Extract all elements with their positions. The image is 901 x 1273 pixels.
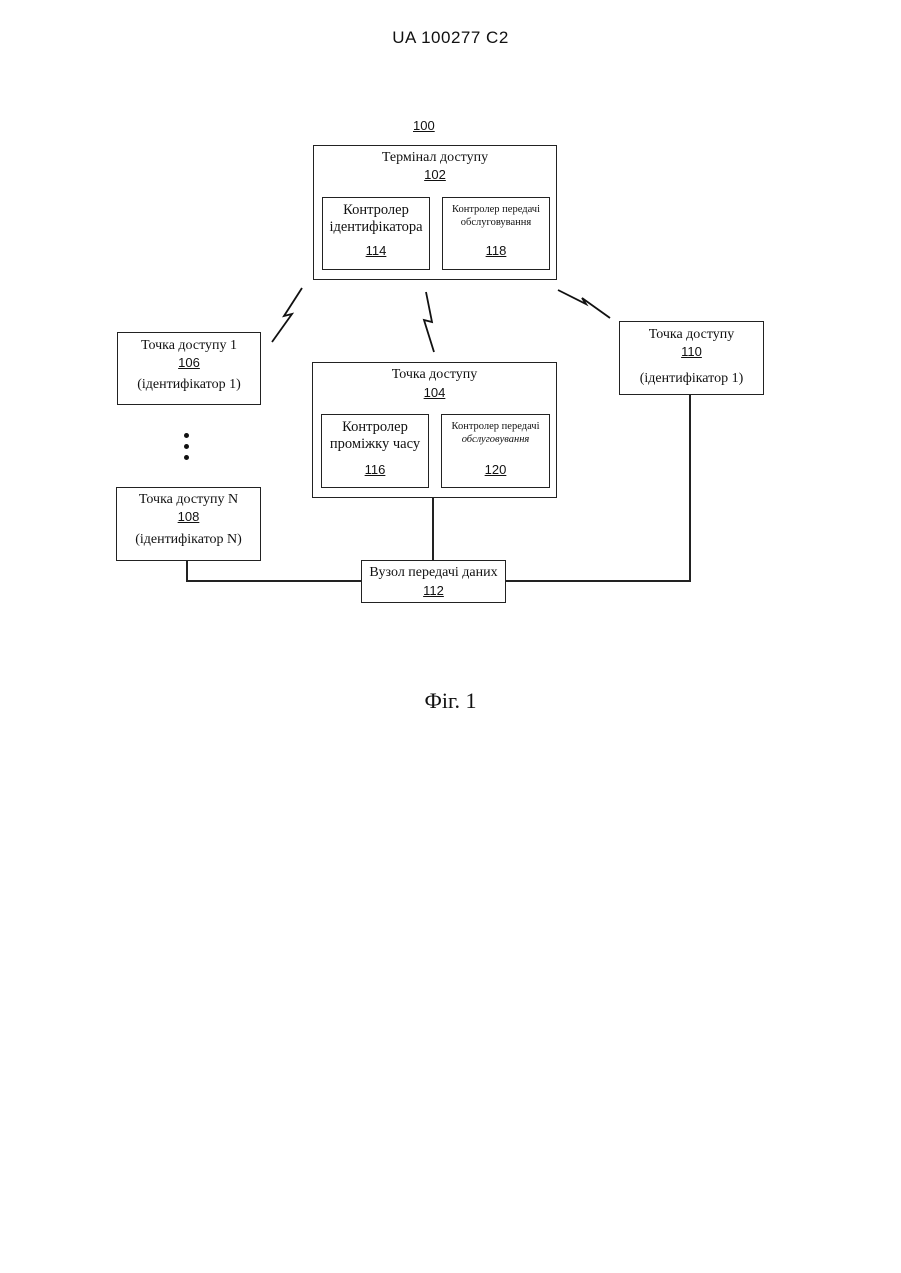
time-slot-controller-label-1: Контролер — [322, 419, 428, 436]
access-point-n-title: Точка доступу N — [117, 491, 260, 508]
access-point-1-ref: 106 — [118, 354, 260, 371]
access-point-1-box: Точка доступу 1 106 (ідентифікатор 1) — [117, 332, 261, 405]
ellipsis-dot — [184, 433, 189, 438]
time-slot-controller-box: Контролер проміжку часу 116 — [321, 414, 429, 488]
figure-caption: Фіг. 1 — [0, 688, 901, 714]
connector-apn-down — [186, 560, 188, 581]
handoff-controller-label-1: Контролер передачі — [443, 203, 549, 216]
time-slot-controller-label-2: проміжку часу — [322, 436, 428, 453]
connector-ap104-to-node — [432, 497, 434, 560]
document-id: UA 100277 C2 — [0, 28, 901, 48]
time-slot-controller-ref: 116 — [322, 461, 428, 478]
data-node-box: Вузол передачі даних 112 — [361, 560, 506, 603]
connector-apn-to-node — [186, 580, 362, 582]
access-point-n-identifier: (ідентифікатор N) — [117, 531, 260, 548]
access-point-110-ref: 110 — [620, 343, 763, 360]
handoff-controller-ref: 118 — [443, 242, 549, 259]
access-point-104-box: Точка доступу 104 Контролер проміжку час… — [312, 362, 557, 498]
ap-handoff-controller-box: Контролер передачі обслуговування 120 — [441, 414, 550, 488]
connector-node-to-ap110 — [504, 580, 690, 582]
wireless-link-icon — [268, 286, 304, 344]
system-ref: 100 — [413, 118, 435, 133]
handoff-controller-box: Контролер передачі обслуговування 118 — [442, 197, 550, 270]
identifier-controller-label-2: ідентифікатора — [323, 219, 429, 236]
connector-ap110-down — [689, 395, 691, 582]
ellipsis-dot — [184, 444, 189, 449]
access-point-104-title: Точка доступу — [313, 366, 556, 383]
ap-handoff-controller-label-1: Контролер передачі — [442, 420, 549, 433]
data-node-ref: 112 — [362, 582, 505, 599]
ap-handoff-controller-ref: 120 — [442, 461, 549, 478]
access-point-110-identifier: (ідентифікатор 1) — [620, 370, 763, 387]
access-terminal-title: Термінал доступу — [314, 149, 556, 166]
access-point-110-box: Точка доступу 110 (ідентифікатор 1) — [619, 321, 764, 395]
access-terminal-box: Термінал доступу 102 Контролер ідентифік… — [313, 145, 557, 280]
access-point-110-title: Точка доступу — [620, 326, 763, 343]
access-terminal-ref: 102 — [314, 166, 556, 183]
identifier-controller-label-1: Контролер — [323, 202, 429, 219]
access-point-n-box: Точка доступу N 108 (ідентифікатор N) — [116, 487, 261, 561]
ellipsis-dot — [184, 455, 189, 460]
handoff-controller-label-2: обслуговування — [443, 216, 549, 229]
wireless-link-icon — [420, 290, 440, 354]
access-point-1-identifier: (ідентифікатор 1) — [118, 376, 260, 393]
access-point-n-ref: 108 — [117, 508, 260, 525]
identifier-controller-ref: 114 — [323, 242, 429, 259]
ap-handoff-controller-label-2: обслуговування — [442, 433, 549, 446]
identifier-controller-box: Контролер ідентифікатора 114 — [322, 197, 430, 270]
data-node-title: Вузол передачі даних — [362, 564, 505, 581]
access-point-104-ref: 104 — [313, 384, 556, 401]
wireless-link-icon — [556, 286, 612, 320]
access-point-1-title: Точка доступу 1 — [118, 337, 260, 354]
